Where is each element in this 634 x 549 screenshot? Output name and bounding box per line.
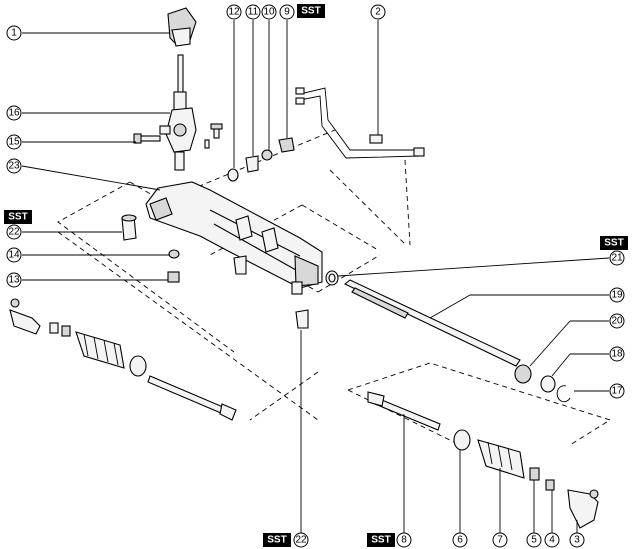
callout-7: 7 [492, 532, 508, 548]
part-13-plug [167, 271, 180, 283]
callout-10: 10 [261, 4, 277, 20]
svg-text:22: 22 [295, 535, 307, 546]
svg-text:16: 16 [8, 108, 20, 119]
svg-text:5: 5 [531, 535, 537, 546]
callout-1: 1 [6, 25, 22, 41]
callout-17: 17 [609, 383, 625, 399]
part-17-circlip [556, 385, 571, 403]
part-1-cap [167, 7, 197, 47]
callout-22-left: 22 [6, 224, 22, 240]
svg-text:13: 13 [8, 275, 20, 286]
right-tie-rod-assembly [367, 391, 599, 529]
sst-badge-top: SST [297, 4, 325, 18]
sst-badge-right: SST [600, 236, 628, 250]
svg-text:SST: SST [8, 212, 27, 223]
mount-rubber-center [233, 255, 309, 329]
part-18-ring [540, 375, 556, 393]
callout-19: 19 [609, 287, 625, 303]
svg-text:23: 23 [8, 161, 20, 172]
callout-5: 5 [526, 532, 542, 548]
part-2-pipes [295, 87, 425, 159]
part-21-seal [325, 270, 339, 286]
parts-9-12-seals [227, 137, 295, 182]
svg-text:8: 8 [401, 535, 407, 546]
svg-text:21: 21 [611, 253, 623, 264]
svg-text:4: 4 [549, 535, 555, 546]
part-15-bolt [133, 133, 161, 144]
dashed-group-outlines [57, 129, 612, 446]
svg-text:2: 2 [375, 7, 381, 18]
svg-text:10: 10 [263, 7, 275, 18]
housing-bolts [204, 123, 223, 149]
svg-text:12: 12 [228, 7, 240, 18]
callout-18: 18 [609, 346, 625, 362]
callout-23: 23 [6, 158, 22, 174]
svg-text:3: 3 [574, 535, 580, 546]
callout-20: 20 [609, 313, 625, 329]
sst-badge-left: SST [4, 210, 32, 224]
callout-9: 9 [279, 4, 295, 20]
callout-11: 11 [245, 4, 261, 20]
leader-lines [21, 20, 610, 540]
callout-2: 2 [370, 4, 386, 20]
part-19-rack [343, 279, 521, 367]
callout-8: 8 [396, 532, 412, 548]
svg-text:18: 18 [611, 349, 623, 360]
callout-16: 16 [6, 105, 22, 121]
svg-text:SST: SST [301, 6, 320, 17]
svg-text:1: 1 [11, 28, 17, 39]
callout-12: 12 [226, 4, 242, 20]
callout-15: 15 [6, 134, 22, 150]
svg-text:9: 9 [284, 7, 290, 18]
callout-21: 21 [609, 250, 625, 266]
callout-22-bottom: 22 [293, 532, 309, 548]
svg-text:SST: SST [604, 238, 623, 249]
pinion-lower [174, 151, 185, 171]
svg-text:19: 19 [611, 290, 623, 301]
sst-badge-bottom-22: SST [263, 533, 291, 547]
svg-text:14: 14 [8, 250, 20, 261]
callout-14: 14 [6, 247, 22, 263]
left-tie-rod-assembly [9, 298, 237, 421]
part-14-nut [168, 249, 180, 259]
sst-badge-bottom-8: SST [367, 533, 395, 547]
svg-text:6: 6 [457, 535, 463, 546]
part-23-gear-housing [145, 181, 323, 295]
svg-text:SST: SST [267, 535, 286, 546]
callout-4: 4 [544, 532, 560, 548]
part-22-bushing-left [121, 214, 137, 241]
svg-text:22: 22 [8, 227, 20, 238]
callout-3: 3 [569, 532, 585, 548]
pinion-shaft [173, 54, 187, 111]
part-16-valve-housing [159, 107, 197, 153]
svg-text:20: 20 [611, 316, 623, 327]
svg-text:17: 17 [611, 386, 623, 397]
callout-6: 6 [452, 532, 468, 548]
part-20-bushing [514, 364, 532, 384]
svg-text:SST: SST [371, 535, 390, 546]
svg-text:11: 11 [248, 7, 259, 18]
svg-text:7: 7 [497, 535, 503, 546]
callout-13: 13 [6, 272, 22, 288]
svg-text:15: 15 [8, 137, 20, 148]
